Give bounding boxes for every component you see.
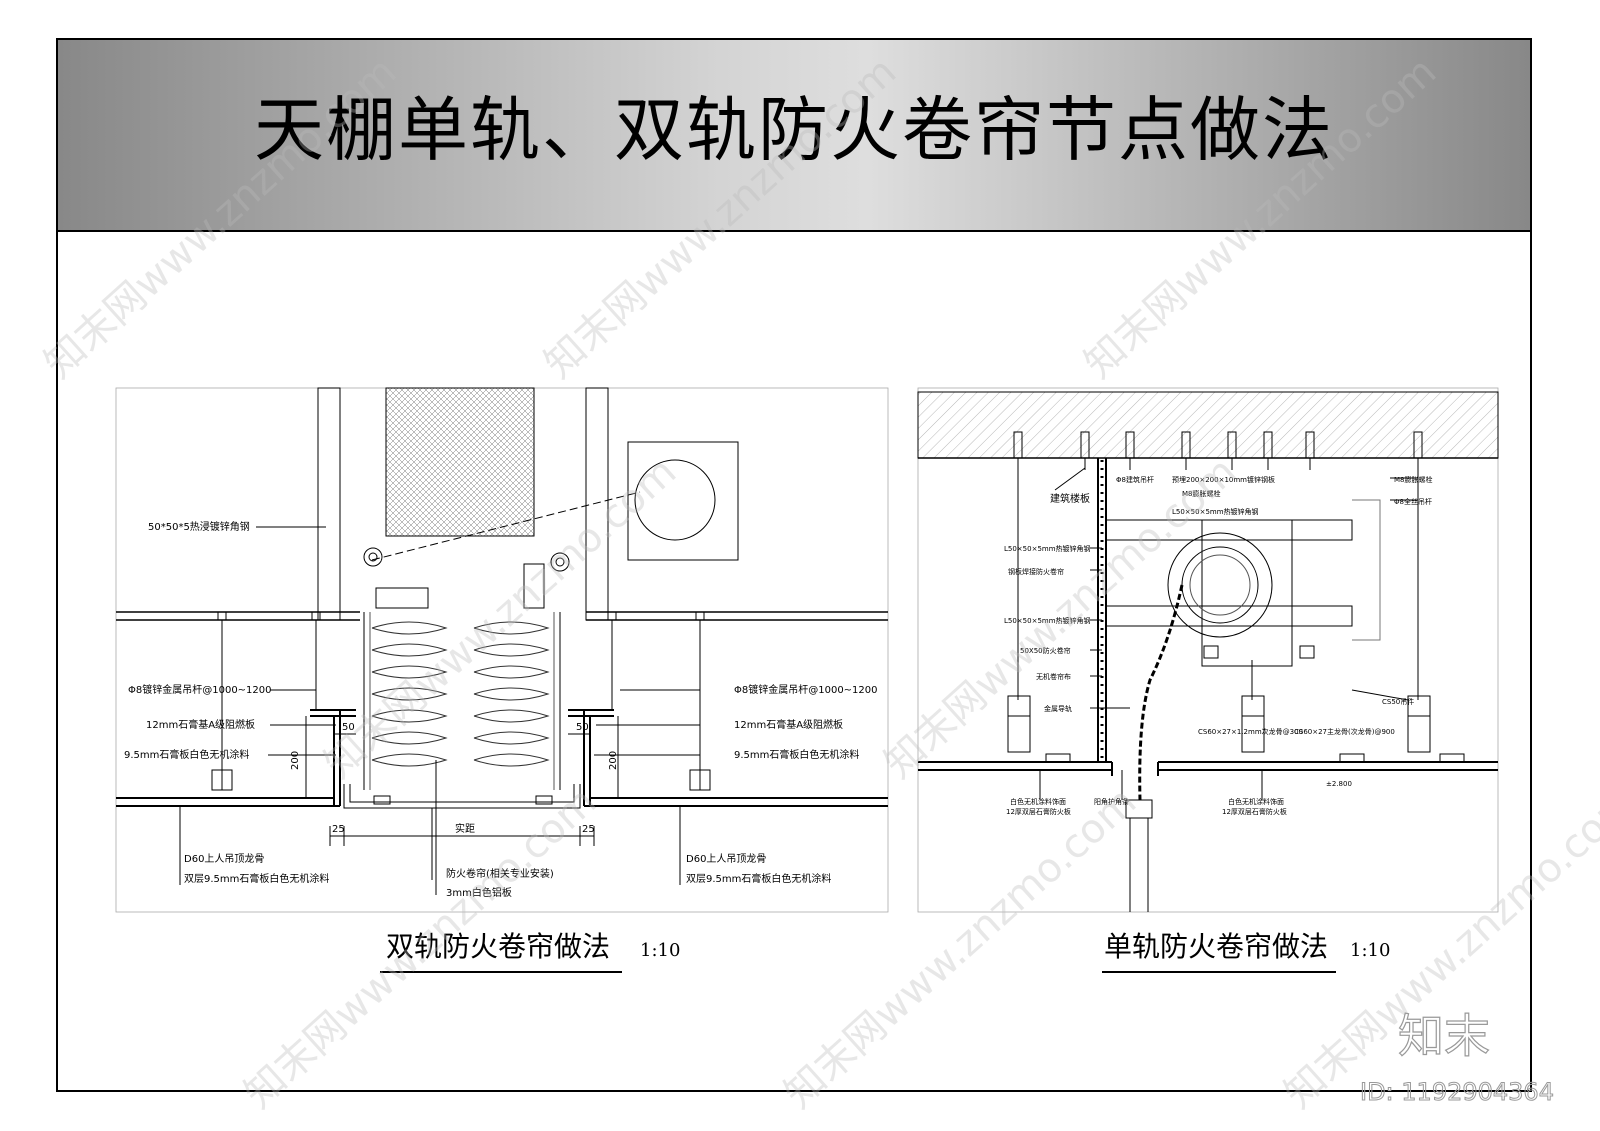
label-gypsum-paint-left: 9.5mm石膏板白色无机涂料 bbox=[124, 748, 249, 761]
label-m2: CS60×27主龙骨(次龙骨)@900 bbox=[1294, 727, 1395, 736]
curtain-fold bbox=[371, 753, 448, 767]
single-rail-labels: 建筑楼板 L50×50×5mm热镀锌角钢 钢板焊接防火卷帘 L50×50×5mm… bbox=[1004, 475, 1433, 963]
single-rail-detail bbox=[917, 387, 1499, 973]
label-hanger-left: Φ8镀锌金属吊杆@1000~1200 bbox=[128, 683, 272, 696]
curtain-fold bbox=[473, 665, 550, 679]
label-slab: 建筑楼板 bbox=[1050, 492, 1090, 505]
drawing-frame: 天棚单轨、双轨防火卷帘节点做法 bbox=[56, 38, 1532, 1092]
watermark-brand: 知末 bbox=[1398, 1009, 1490, 1063]
label-l5: 无机卷帘布 bbox=[1036, 672, 1071, 681]
label-gypsum-a-right: 12mm石膏基A级阻燃板 bbox=[734, 718, 843, 731]
label-curtain: 防火卷帘(相关专业安装) bbox=[446, 867, 554, 880]
watermark-text: 知末网www.znzmo.com bbox=[536, 49, 905, 388]
label-l2: 钢板焊接防火卷帘 bbox=[1008, 567, 1064, 576]
curtain-fold bbox=[473, 621, 550, 635]
curtain-fold bbox=[371, 621, 448, 635]
dim-200-left: 200 bbox=[290, 751, 301, 770]
label-angle-steel: 50*50*5热浸镀锌角钢 bbox=[148, 520, 250, 533]
label-double-left: 双层9.5mm石膏板白色无机涂料 bbox=[184, 872, 329, 885]
label-t2: 预埋200×200×10mm镀锌钢板 bbox=[1172, 475, 1275, 484]
caption-single-rail: 单轨防火卷帘做法 bbox=[1104, 930, 1328, 963]
scale-double-rail: 1:10 bbox=[640, 940, 680, 961]
label-gypsum-paint-right: 9.5mm石膏板白色无机涂料 bbox=[734, 748, 859, 761]
label-t1: Φ8建筑吊杆 bbox=[1116, 475, 1154, 484]
label-keel-left: D60上人吊顶龙骨 bbox=[184, 852, 264, 865]
dim-25-right: 25 bbox=[582, 824, 595, 835]
label-b2: 12厚双层石膏防火板 bbox=[1006, 807, 1071, 816]
label-keel-right: D60上人吊顶龙骨 bbox=[686, 852, 766, 865]
label-l6: 金属导轨 bbox=[1044, 704, 1072, 713]
label-b1: 白色无机涂料饰面 bbox=[1010, 797, 1066, 806]
watermark-text: 知末网www.znzmo.com bbox=[36, 49, 405, 388]
curtain-fold bbox=[371, 665, 448, 679]
watermark-text: 知末网www.znzmo.com bbox=[1076, 49, 1445, 388]
title-banner: 天棚单轨、双轨防火卷帘节点做法 bbox=[58, 40, 1530, 232]
curtain-fold bbox=[473, 709, 550, 723]
curtain-fold bbox=[473, 731, 550, 745]
curtain-fold bbox=[371, 709, 448, 723]
label-alu-plate: 3mm白色铝板 bbox=[446, 886, 512, 899]
curtain-fold bbox=[371, 687, 448, 701]
label-l3: L50×50×5mm热镀锌角钢 bbox=[1004, 616, 1091, 625]
scale-single-rail: 1:10 bbox=[1350, 940, 1390, 961]
label-b5: 12厚双层石膏防火板 bbox=[1222, 807, 1287, 816]
dim-actual: 实距 bbox=[455, 822, 475, 835]
label-b4: 白色无机涂料饰面 bbox=[1228, 797, 1284, 806]
dim-50-left: 50 bbox=[342, 722, 355, 733]
curtain-fold bbox=[473, 687, 550, 701]
label-m1: CS60×27×1.2mm次龙骨@300 bbox=[1198, 727, 1303, 736]
label-double-right: 双层9.5mm石膏板白色无机涂料 bbox=[686, 872, 831, 885]
dim-200-right: 200 bbox=[608, 751, 619, 770]
watermark-image-id: ID: 1192904364 bbox=[1360, 1078, 1554, 1106]
label-t3: M8膨胀螺栓 bbox=[1182, 489, 1221, 498]
curtain-fold bbox=[371, 731, 448, 745]
label-b3: 阳角护角条 bbox=[1094, 797, 1129, 806]
watermark-text: 知末网www.znzmo.com bbox=[776, 779, 1145, 1118]
label-t4: L50×50×5mm热镀锌角钢 bbox=[1172, 507, 1259, 516]
caption-double-rail: 双轨防火卷帘做法 bbox=[386, 930, 610, 963]
label-hanger-right: Φ8镀锌金属吊杆@1000~1200 bbox=[734, 683, 878, 696]
curtain-fold bbox=[473, 753, 550, 767]
label-l4: 50X50防火卷帘 bbox=[1020, 646, 1071, 655]
double-rail-labels: 50*50*5热浸镀锌角钢 Φ8镀锌金属吊杆@1000~1200 12mm石膏基… bbox=[124, 520, 878, 963]
label-r1: M8膨胀螺栓 bbox=[1394, 475, 1433, 484]
label-l1: L50×50×5mm热镀锌角钢 bbox=[1004, 544, 1091, 553]
page-title: 天棚单轨、双轨防火卷帘节点做法 bbox=[254, 89, 1334, 171]
dim-25-left: 25 bbox=[332, 824, 345, 835]
label-r2: Φ8全丝吊杆 bbox=[1394, 497, 1432, 506]
curtain-fold bbox=[371, 643, 448, 657]
curtain-fold bbox=[473, 643, 550, 657]
label-r3: CS50吊件 bbox=[1382, 697, 1414, 706]
label-gypsum-a-left: 12mm石膏基A级阻燃板 bbox=[146, 718, 255, 731]
dim-50-right: 50 bbox=[576, 722, 589, 733]
label-elev: ±2.800 bbox=[1326, 780, 1352, 788]
double-rail-detail bbox=[115, 387, 889, 973]
